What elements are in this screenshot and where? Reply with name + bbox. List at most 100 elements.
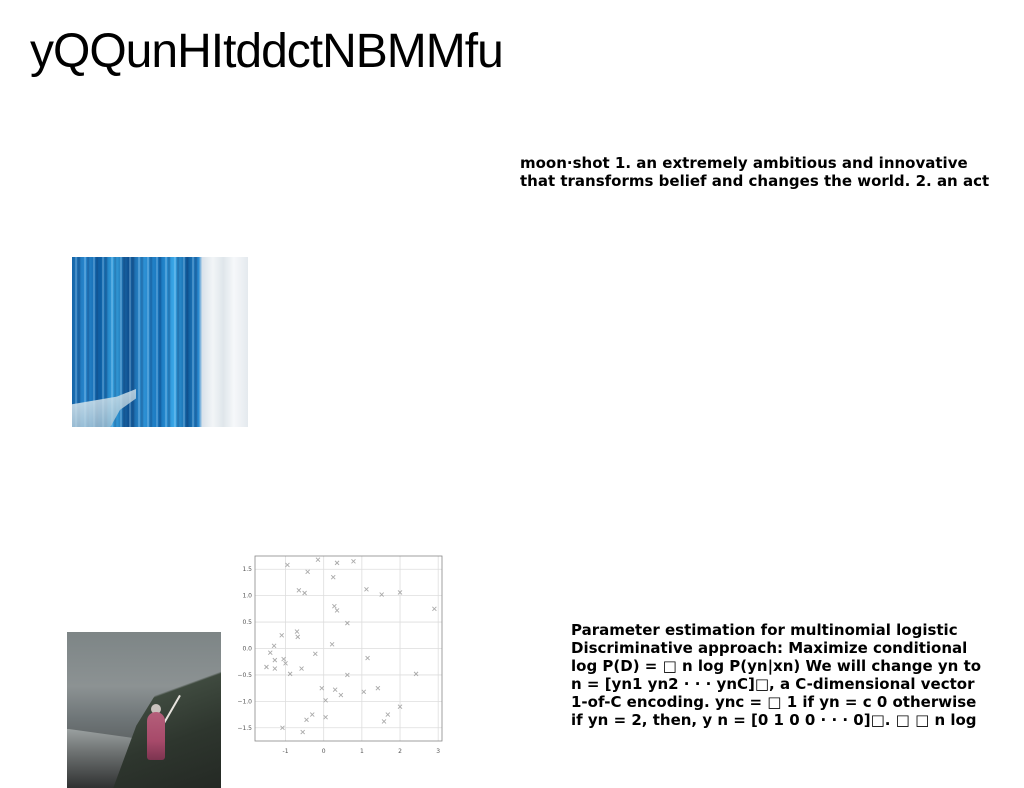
data-point-stroke bbox=[280, 725, 285, 731]
data-point bbox=[272, 666, 278, 671]
data-point bbox=[299, 666, 304, 671]
text-line: log P(D) = □ n log P(yn|xn) We will chan… bbox=[571, 657, 982, 675]
data-point bbox=[295, 634, 301, 640]
data-point bbox=[319, 685, 325, 691]
data-point-stroke bbox=[281, 656, 286, 662]
data-point bbox=[334, 560, 340, 566]
data-point bbox=[294, 629, 300, 634]
data-point-stroke bbox=[329, 641, 335, 647]
data-point-stroke bbox=[267, 650, 273, 656]
data-point bbox=[334, 608, 340, 613]
data-point bbox=[413, 671, 419, 677]
data-point bbox=[397, 590, 403, 595]
data-point bbox=[385, 712, 391, 717]
data-point-stroke bbox=[381, 719, 387, 724]
data-point bbox=[304, 717, 309, 723]
data-point-stroke bbox=[330, 574, 336, 580]
data-point-stroke bbox=[272, 657, 278, 663]
data-point-stroke bbox=[264, 664, 269, 670]
data-point bbox=[345, 672, 350, 678]
x-tick-label: -1 bbox=[283, 748, 289, 755]
data-point bbox=[397, 704, 403, 709]
data-point-stroke bbox=[271, 643, 277, 649]
data-point-stroke bbox=[302, 590, 307, 596]
data-point-stroke bbox=[323, 697, 328, 703]
data-point-stroke bbox=[304, 717, 309, 723]
data-point bbox=[271, 643, 277, 649]
coastal-figure-photo bbox=[67, 632, 221, 788]
data-point bbox=[361, 689, 367, 695]
data-point bbox=[312, 651, 318, 657]
data-point-stroke bbox=[332, 687, 338, 693]
data-point bbox=[302, 590, 307, 596]
text-line: moon·shot 1. an extremely ambitious and … bbox=[520, 154, 968, 172]
text-line: Discriminative approach: Maximize condit… bbox=[571, 639, 968, 657]
data-point bbox=[283, 660, 288, 666]
plot-frame bbox=[254, 555, 443, 742]
data-point bbox=[309, 712, 315, 717]
data-point-stroke bbox=[397, 704, 403, 709]
data-point-stroke bbox=[287, 671, 293, 677]
data-point-stroke bbox=[309, 712, 315, 717]
data-point-stroke bbox=[300, 729, 306, 735]
data-point bbox=[338, 692, 344, 698]
data-point bbox=[323, 697, 328, 703]
data-point bbox=[345, 620, 350, 626]
data-point-stroke bbox=[285, 562, 290, 568]
text-line: n = [yn1 yn2 · · · ynC]□, a C-dimensiona… bbox=[571, 675, 975, 693]
data-point-stroke bbox=[361, 689, 367, 695]
data-point-stroke bbox=[305, 569, 310, 575]
data-point-stroke bbox=[283, 660, 288, 666]
data-point bbox=[280, 725, 285, 731]
data-point bbox=[332, 603, 337, 609]
y-tick-label: −0.5 bbox=[237, 672, 252, 679]
data-point bbox=[330, 574, 336, 580]
data-point bbox=[432, 606, 437, 612]
data-point bbox=[264, 664, 269, 670]
data-point bbox=[305, 569, 310, 575]
data-point-stroke bbox=[385, 712, 391, 717]
data-point bbox=[323, 714, 328, 720]
tinsel-strands bbox=[72, 257, 200, 427]
data-point bbox=[281, 656, 286, 662]
data-point-stroke bbox=[413, 671, 419, 677]
data-point bbox=[285, 562, 290, 568]
y-tick-label: −1.0 bbox=[237, 698, 252, 705]
tinsel-photo bbox=[72, 257, 248, 427]
data-point-stroke bbox=[312, 651, 318, 657]
data-point bbox=[351, 558, 356, 564]
data-point bbox=[315, 557, 321, 563]
data-point bbox=[300, 729, 306, 735]
text-block-logistic: Parameter estimation for multinomial log… bbox=[571, 621, 1021, 729]
y-tick-label: 0.0 bbox=[242, 646, 252, 653]
text-block-moonshot: moon·shot 1. an extremely ambitious and … bbox=[520, 154, 1020, 190]
data-point-stroke bbox=[345, 672, 350, 678]
x-tick-label: 2 bbox=[398, 748, 402, 755]
data-point bbox=[287, 671, 293, 677]
data-point-stroke bbox=[379, 592, 385, 597]
data-point-stroke bbox=[338, 692, 344, 698]
data-point bbox=[296, 588, 302, 593]
data-point-stroke bbox=[319, 685, 325, 691]
data-point bbox=[329, 641, 335, 647]
text-line: 1-of-C encoding. ync = □ 1 if yn = c 0 o… bbox=[571, 693, 977, 711]
data-point bbox=[272, 657, 278, 663]
x-tick-label: 1 bbox=[360, 748, 364, 755]
data-point-stroke bbox=[345, 620, 350, 626]
data-point-stroke bbox=[334, 608, 340, 613]
data-point-stroke bbox=[365, 655, 370, 661]
data-point-stroke bbox=[375, 685, 381, 691]
y-tick-label: 1.5 bbox=[242, 566, 252, 573]
x-tick-label: 0 bbox=[322, 748, 326, 755]
data-point bbox=[375, 685, 381, 691]
data-point-stroke bbox=[272, 666, 278, 671]
data-point-stroke bbox=[296, 588, 302, 593]
page-title: yQQunHItddctNBMMfu bbox=[30, 25, 504, 78]
data-point-stroke bbox=[279, 632, 285, 638]
data-point-stroke bbox=[295, 634, 301, 640]
y-tick-label: 0.5 bbox=[242, 619, 252, 626]
data-point-stroke bbox=[397, 590, 403, 595]
figure-head bbox=[151, 704, 161, 714]
data-point-stroke bbox=[334, 560, 340, 566]
